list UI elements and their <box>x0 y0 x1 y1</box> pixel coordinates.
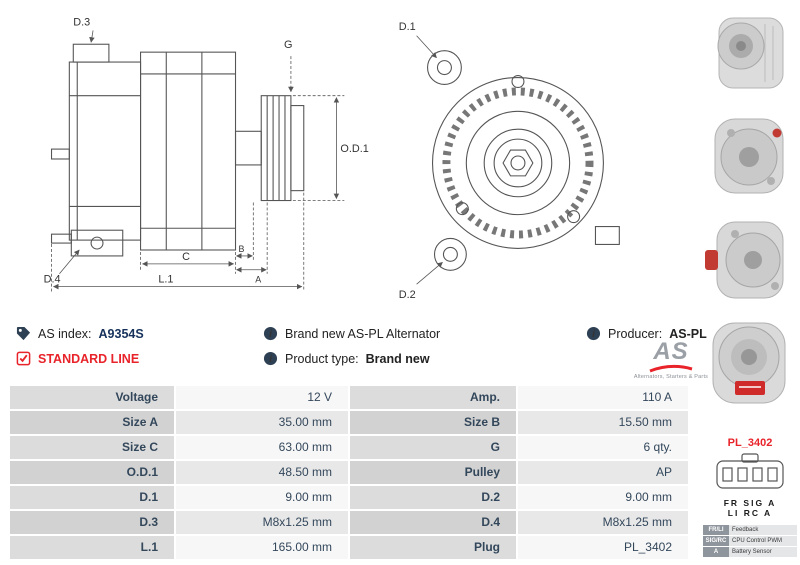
spec-cell-label: G <box>350 436 516 459</box>
legend-row: SIG/RC CPU Control PWM <box>703 536 797 546</box>
tag-icon <box>16 326 31 341</box>
dim-label-d1: D.1 <box>399 21 416 33</box>
spec-cell-value: 63.00 mm <box>176 436 348 459</box>
as-index-label: AS index: <box>38 326 92 341</box>
spec-cell-value: 15.50 mm <box>518 411 688 434</box>
spec-cell-value: 9.00 mm <box>518 486 688 509</box>
plug-pins-row2: LI RC A <box>727 508 773 518</box>
svg-text:i: i <box>592 329 596 340</box>
product-photo-3 <box>701 210 797 310</box>
product-photo-2 <box>701 107 797 207</box>
brand-new-text: Brand new AS-PL Alternator <box>285 326 441 341</box>
as-index-item: AS index: A9354S <box>16 326 144 341</box>
info-circle-icon: i <box>263 326 278 341</box>
spec-cell-value: 9.00 mm <box>176 486 348 509</box>
dim-label-d3: D.3 <box>73 16 90 28</box>
legend-row: FR/LI Feedback <box>703 525 797 535</box>
producer-value: AS-PL <box>669 326 707 341</box>
front-view-drawing: D.1 D.2 <box>382 4 644 312</box>
product-type-item: i Product type: Brand new <box>263 351 430 366</box>
spec-cell-label: O.D.1 <box>10 461 174 484</box>
front-view-svg: D.1 D.2 <box>399 21 620 301</box>
spec-cell-value: M8x1.25 mm <box>518 511 688 534</box>
plug-name: PL_3402 <box>727 437 773 449</box>
as-pl-logo: AS Alternators, Starters & Parts <box>633 338 709 381</box>
spec-cell-value: 110 A <box>518 386 688 409</box>
plug-block: PL_3402 FR SIG A LI RC A FR/LI Feedback … <box>703 437 797 558</box>
spec-cell-label: D.1 <box>10 486 174 509</box>
spec-cell-label: Voltage <box>10 386 174 409</box>
info-circle-icon: i <box>263 351 278 366</box>
legend-desc: Battery Sensor <box>729 547 797 557</box>
spec-cell-label: L.1 <box>10 536 174 559</box>
spec-cell-label: Size A <box>10 411 174 434</box>
spec-cell-label: Amp. <box>350 386 516 409</box>
brand-new-item: i Brand new AS-PL Alternator <box>263 326 440 341</box>
legend-key: A <box>703 547 729 557</box>
side-view-drawing: D.3 G O.D.1 C B A D.4 L.1 <box>8 4 374 312</box>
dim-label-a: A <box>255 275 261 285</box>
dim-label-b: B <box>238 244 244 254</box>
side-view-svg: D.3 G O.D.1 C B A D.4 L.1 <box>44 16 369 292</box>
dim-label-od1: O.D.1 <box>340 143 368 155</box>
dim-label-l1: L.1 <box>158 274 173 286</box>
plug-legend: FR/LI Feedback SIG/RC CPU Control PWM A … <box>703 525 797 557</box>
product-type-value: Brand new <box>365 351 430 366</box>
spec-cell-label: D.4 <box>350 511 516 534</box>
as-logo-wordmark: AS <box>653 338 689 365</box>
dim-label-d4: D.4 <box>44 274 61 286</box>
plug-pins-row1: FR SIG A <box>723 498 777 508</box>
info-circle-icon: i <box>586 326 601 341</box>
as-logo-swoosh-icon <box>649 364 693 373</box>
spec-cell-label: D.2 <box>350 486 516 509</box>
dim-label-g: G <box>284 39 292 51</box>
legend-row: A Battery Sensor <box>703 547 797 557</box>
dim-label-c: C <box>182 251 190 263</box>
legend-desc: CPU Control PWM <box>729 536 797 546</box>
product-photo-4 <box>701 313 797 413</box>
producer-item: i Producer: AS-PL <box>586 326 707 341</box>
svg-text:i: i <box>269 354 273 365</box>
spec-cell-value: 6 qty. <box>518 436 688 459</box>
spec-cell-label: Size C <box>10 436 174 459</box>
product-photos <box>701 4 797 416</box>
legend-key: FR/LI <box>703 525 729 535</box>
plug-drawing <box>716 453 784 489</box>
product-photo-1 <box>701 4 797 104</box>
spec-cell-label: Pulley <box>350 461 516 484</box>
producer-label: Producer: <box>608 326 663 341</box>
spec-cell-value: 48.50 mm <box>176 461 348 484</box>
spec-cell-label: Size B <box>350 411 516 434</box>
spec-cell-label: D.3 <box>10 511 174 534</box>
spec-cell-value: PL_3402 <box>518 536 688 559</box>
svg-text:i: i <box>269 329 273 340</box>
spec-cell-value: M8x1.25 mm <box>176 511 348 534</box>
spec-cell-value: 35.00 mm <box>176 411 348 434</box>
product-type-label: Product type: <box>285 351 359 366</box>
standard-line-item: STANDARD LINE <box>16 351 139 366</box>
dim-label-d2: D.2 <box>399 289 416 301</box>
spec-cell-value: 12 V <box>176 386 348 409</box>
spec-cell-value: 165.00 mm <box>176 536 348 559</box>
as-index-value: A9354S <box>98 326 144 341</box>
legend-desc: Feedback <box>729 525 797 535</box>
spec-table: Voltage 12 V Amp. 110 A Size A 35.00 mm … <box>10 386 690 559</box>
standard-line-text: STANDARD LINE <box>38 351 140 366</box>
legend-key: SIG/RC <box>703 536 729 546</box>
spec-cell-value: AP <box>518 461 688 484</box>
check-square-icon <box>16 351 31 366</box>
spec-cell-label: Plug <box>350 536 516 559</box>
as-logo-tagline: Alternators, Starters & Parts <box>633 374 709 380</box>
